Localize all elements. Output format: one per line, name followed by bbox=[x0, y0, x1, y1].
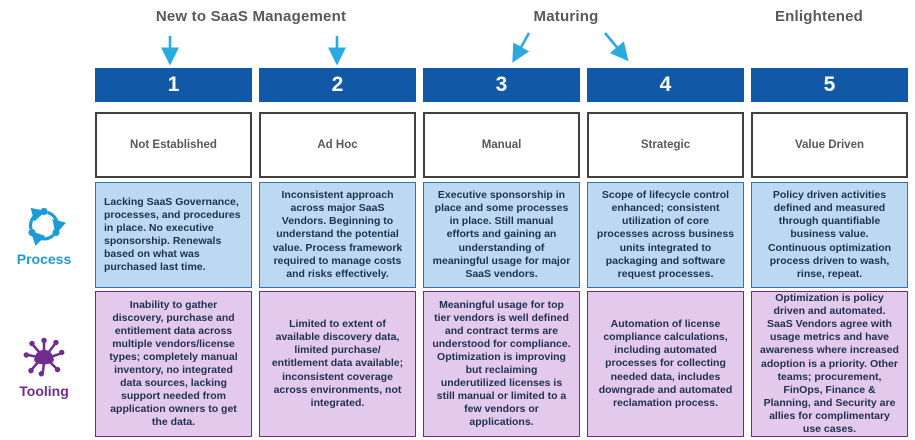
level-2-bar: 2 bbox=[259, 68, 416, 102]
phase-label-enlightened: Enlightened bbox=[774, 8, 864, 25]
tooling-cell-level-1: Inability to gather discovery, purchase … bbox=[95, 291, 252, 437]
tooling-row-header: Tooling bbox=[0, 291, 88, 437]
stage-box-not-established: Not Established bbox=[95, 112, 252, 178]
stage-box-value-driven: Value Driven bbox=[751, 112, 908, 178]
arrow-to-level-4 bbox=[604, 32, 629, 62]
stage-box-ad-hoc: Ad Hoc bbox=[259, 112, 416, 178]
tooling-cell-level-3: Meaningful usage for top tier vendors is… bbox=[423, 291, 580, 437]
arrow-to-level-3 bbox=[512, 32, 531, 63]
process-row-header: Process bbox=[0, 182, 88, 288]
process-cell-level-3: Executive sponsorship in place and some … bbox=[423, 182, 580, 288]
level-3-bar: 3 bbox=[423, 68, 580, 102]
process-cell-level-5: Policy driven activities defined and mea… bbox=[751, 182, 908, 288]
process-cycle-icon bbox=[28, 207, 66, 246]
tooling-network-icon bbox=[23, 337, 65, 376]
process-cell-level-4: Scope of lifecycle control enhanced; con… bbox=[587, 182, 744, 288]
maturity-grid: 1 2 3 4 5 Not Established Ad Hoc Manual … bbox=[0, 68, 908, 437]
level-4-bar: 4 bbox=[587, 68, 744, 102]
process-cell-level-2: Inconsistent approach across major SaaS … bbox=[259, 182, 416, 288]
tooling-cell-level-2: Limited to extent of available discovery… bbox=[259, 291, 416, 437]
tooling-row-label: Tooling bbox=[19, 382, 69, 399]
stage-box-manual: Manual bbox=[423, 112, 580, 178]
phase-label-new-to-saas: New to SaaS Management bbox=[155, 8, 347, 25]
tooling-cell-level-5: Optimization is policy driven and automa… bbox=[751, 291, 908, 437]
process-cell-level-1: Lacking SaaS Governance, processes, and … bbox=[95, 182, 252, 288]
level-1-bar: 1 bbox=[95, 68, 252, 102]
phase-label-maturing: Maturing bbox=[533, 8, 599, 25]
stage-box-strategic: Strategic bbox=[587, 112, 744, 178]
process-row-label: Process bbox=[16, 250, 72, 267]
tooling-cell-level-4: Automation of license compliance calcula… bbox=[587, 291, 744, 437]
level-5-bar: 5 bbox=[751, 68, 908, 102]
